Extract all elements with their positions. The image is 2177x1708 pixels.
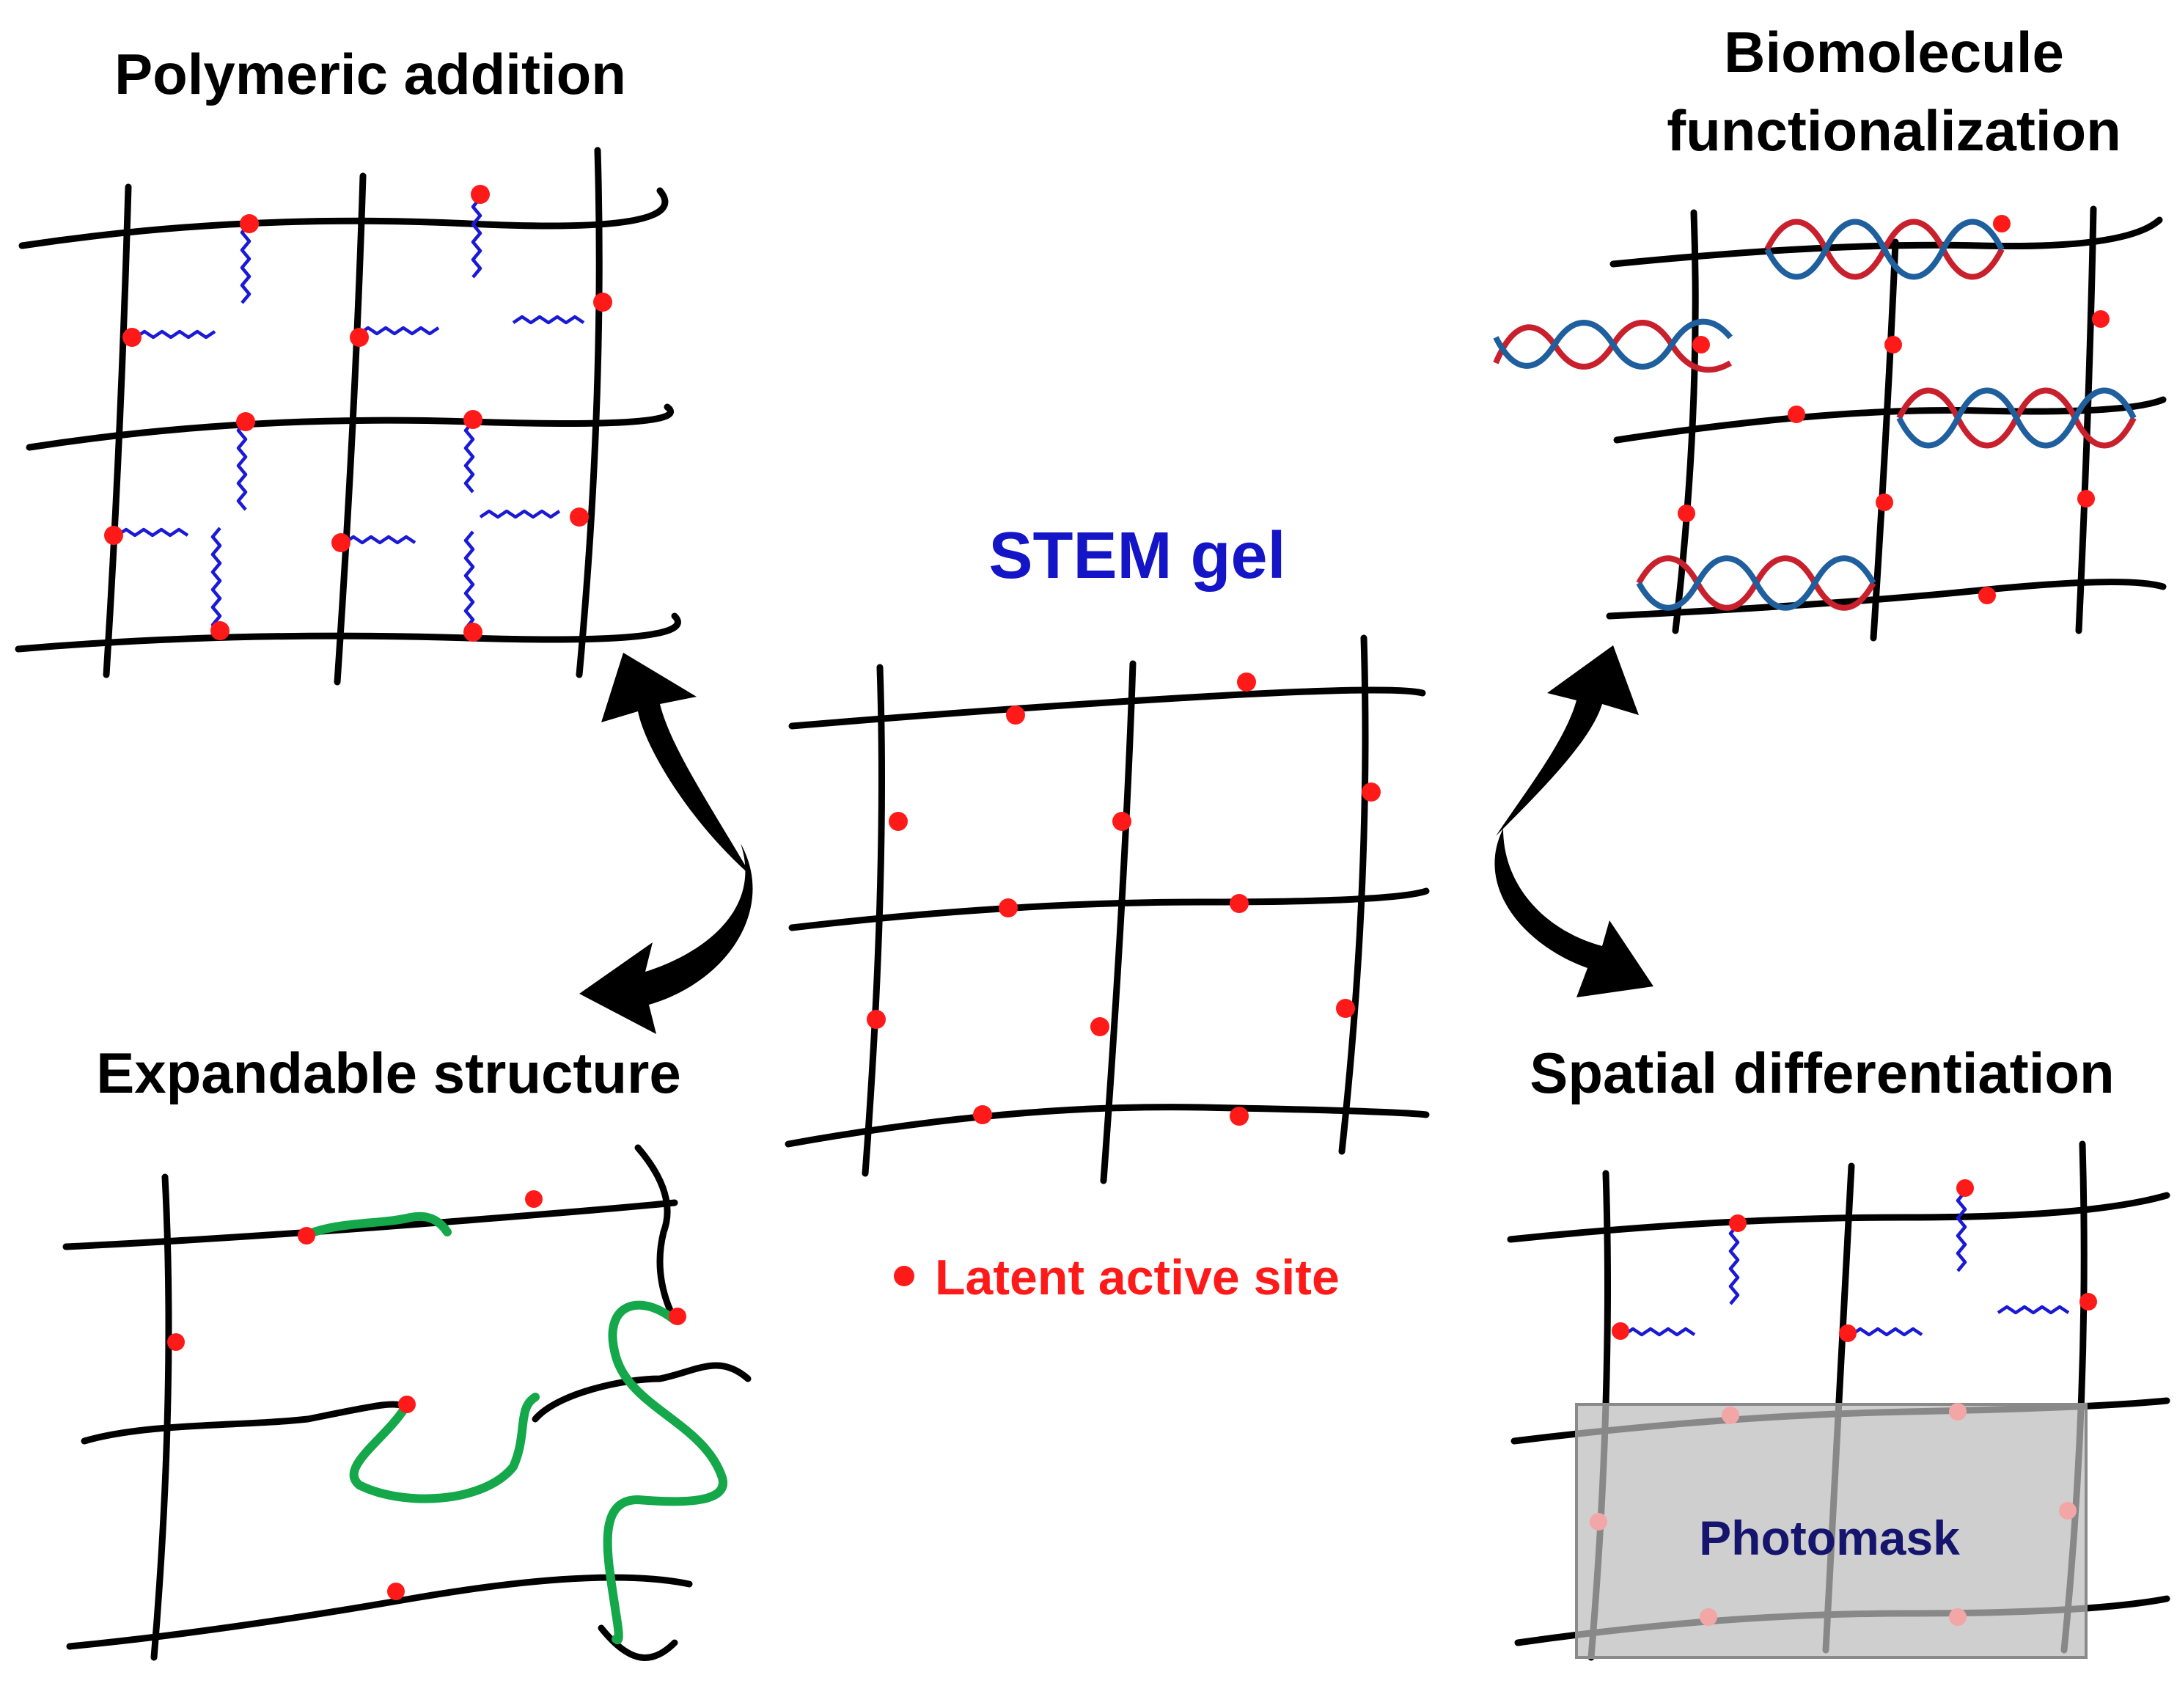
polymer-chains — [116, 197, 585, 635]
spatial-differentiation-label: Spatial differentiation — [1530, 1041, 2114, 1105]
active-sites — [167, 1190, 686, 1600]
expandable-structure-panel: Expandable structure — [62, 1041, 752, 1661]
dna-strands — [1493, 219, 2137, 611]
legend-label: Latent active site — [935, 1250, 1340, 1305]
dna-helix — [1636, 555, 1876, 611]
legend: Latent active site — [894, 1250, 1340, 1305]
legend-dot — [894, 1266, 914, 1286]
photomask-rect — [1575, 1403, 2088, 1659]
arrow-to-polymeric-addition — [601, 653, 752, 876]
biomolecule-label-line2: functionalization — [1667, 98, 2121, 163]
polymeric-addition-panel: Polymeric addition — [15, 42, 681, 686]
polymer-chains — [1623, 1190, 2070, 1337]
biomolecule-functionalization-panel: Biomolecule functionalization — [1493, 20, 2167, 642]
dna-helix — [1493, 318, 1733, 373]
photomask-label: Photomask — [1699, 1511, 1960, 1565]
expandable-network — [62, 1144, 752, 1661]
polymeric-addition-network — [15, 147, 681, 686]
arrow-to-spatial-differentiation — [1494, 829, 1653, 997]
expandable-chains — [300, 1212, 727, 1645]
active-sites — [1612, 1179, 2097, 1342]
active-sites — [104, 185, 612, 642]
spatial-differentiation-panel: Spatial differentiation — [1507, 1041, 2170, 1661]
arrow-to-biomolecule-functionalization — [1496, 645, 1639, 836]
polymeric-addition-label: Polymeric addition — [114, 42, 626, 106]
stem-gel-network — [785, 634, 1430, 1184]
biomolecule-label-line1: Biomolecule — [1724, 20, 2064, 84]
stem-gel-panel: STEM gel Latent active site — [785, 519, 1430, 1305]
dna-helix — [1764, 219, 2005, 280]
stem-gel-title: STEM gel — [988, 519, 1285, 593]
biomolecule-network — [1606, 205, 2167, 642]
photomask: Photomask — [1575, 1403, 2088, 1659]
active-sites — [867, 672, 1381, 1126]
active-sites — [1678, 215, 2110, 604]
transition-arrows — [579, 645, 1653, 1034]
expandable-structure-label: Expandable structure — [96, 1041, 681, 1105]
arrow-to-expandable-structure — [579, 843, 753, 1034]
dna-helix — [1896, 387, 2137, 449]
